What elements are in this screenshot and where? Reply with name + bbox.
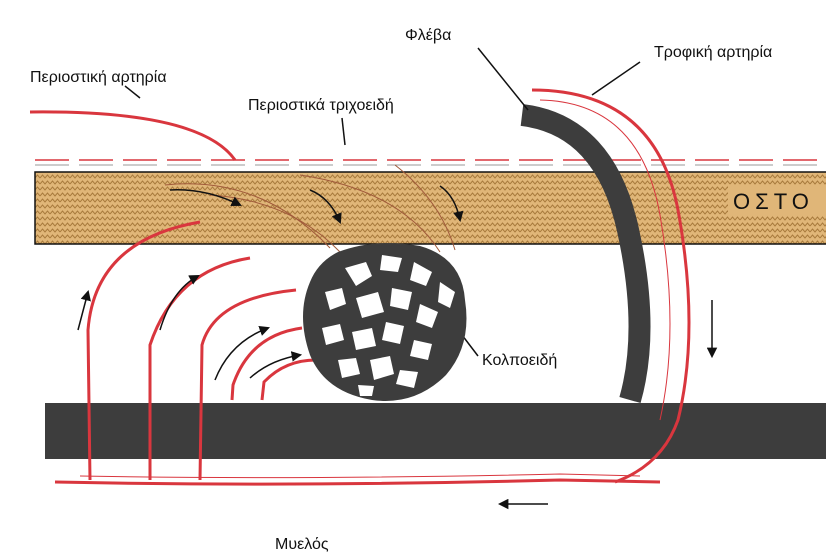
periosteal-artery <box>30 112 235 160</box>
marrow-sinus-artery <box>55 480 660 484</box>
nutrient-artery-label: Τροφική αρτηρία <box>654 44 772 61</box>
periosteal-artery-label: Περιοστική αρτηρία <box>30 69 167 86</box>
periosteal-capillaries-label: Περιοστικά τριχοειδή <box>248 97 394 114</box>
bone-label: ΟΣΤΟ <box>733 189 814 214</box>
vein-label: Φλέβα <box>405 27 451 44</box>
sinusoid-cluster <box>303 243 466 401</box>
marrow-label: Μυελός <box>275 536 329 553</box>
nutrient-artery-thin <box>540 100 670 420</box>
marrow-band <box>45 403 826 459</box>
marrow-sinus-artery-inner <box>80 474 640 478</box>
sinusoids-label: Κολποειδή <box>482 352 557 369</box>
periosteum-line <box>35 160 826 165</box>
bone-cortex <box>35 172 826 244</box>
